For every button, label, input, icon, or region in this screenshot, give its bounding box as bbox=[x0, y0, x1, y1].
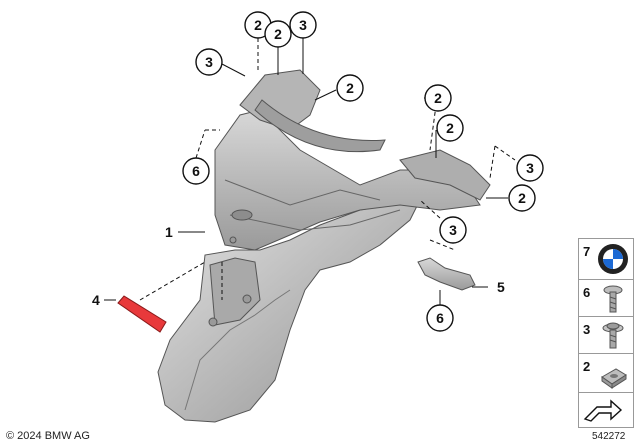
callout-right-2a: 2 bbox=[336, 74, 364, 102]
bmw-roundel-icon bbox=[598, 244, 628, 274]
svg-text:6: 6 bbox=[192, 163, 200, 179]
svg-text:2: 2 bbox=[346, 80, 354, 96]
callout-left-3: 3 bbox=[195, 48, 223, 76]
callout-mid-2b: 2 bbox=[436, 114, 464, 142]
svg-text:3: 3 bbox=[449, 222, 457, 238]
bracket-part bbox=[417, 257, 476, 291]
leader-lines bbox=[104, 38, 516, 305]
svg-text:3: 3 bbox=[299, 17, 307, 33]
callout-low-3: 3 bbox=[439, 216, 467, 244]
legend-item-7: 7 bbox=[578, 238, 634, 280]
svg-text:2: 2 bbox=[254, 17, 262, 33]
legend-item-6: 6 bbox=[578, 279, 634, 317]
torx-bolt-icon bbox=[603, 285, 623, 313]
svg-text:3: 3 bbox=[526, 160, 534, 176]
svg-text:2: 2 bbox=[518, 190, 526, 206]
legend-item-3: 3 bbox=[578, 316, 634, 354]
legend-item-2: 2 bbox=[578, 353, 634, 393]
label-part-4: 4 bbox=[92, 292, 100, 308]
callout-mid-2a: 2 bbox=[424, 84, 452, 112]
svg-text:2: 2 bbox=[434, 90, 442, 106]
arrow-icon bbox=[583, 399, 623, 422]
svg-text:6: 6 bbox=[436, 310, 444, 326]
svg-text:2: 2 bbox=[274, 26, 282, 42]
callout-top-3a: 3 bbox=[289, 11, 317, 39]
label-part-5: 5 bbox=[497, 279, 505, 295]
svg-text:3: 3 bbox=[205, 54, 213, 70]
callout-low-6: 6 bbox=[426, 304, 454, 332]
reflector-part bbox=[117, 295, 167, 333]
callout-mid-3: 3 bbox=[516, 154, 544, 182]
diagram-number: 542272 bbox=[592, 431, 626, 442]
callout-mid-2c: 2 bbox=[508, 184, 536, 212]
flange-screw-icon bbox=[602, 322, 624, 349]
svg-text:2: 2 bbox=[446, 120, 454, 136]
legend-item-arrow bbox=[578, 392, 634, 428]
clip-nut-icon bbox=[601, 368, 627, 389]
callout-top-2b: 2 bbox=[264, 20, 292, 48]
label-part-1: 1 bbox=[165, 224, 173, 240]
rear-frame-part bbox=[157, 69, 491, 423]
copyright-text: © 2024 BMW AG bbox=[6, 430, 90, 442]
callout-left-6: 6 bbox=[182, 157, 210, 185]
